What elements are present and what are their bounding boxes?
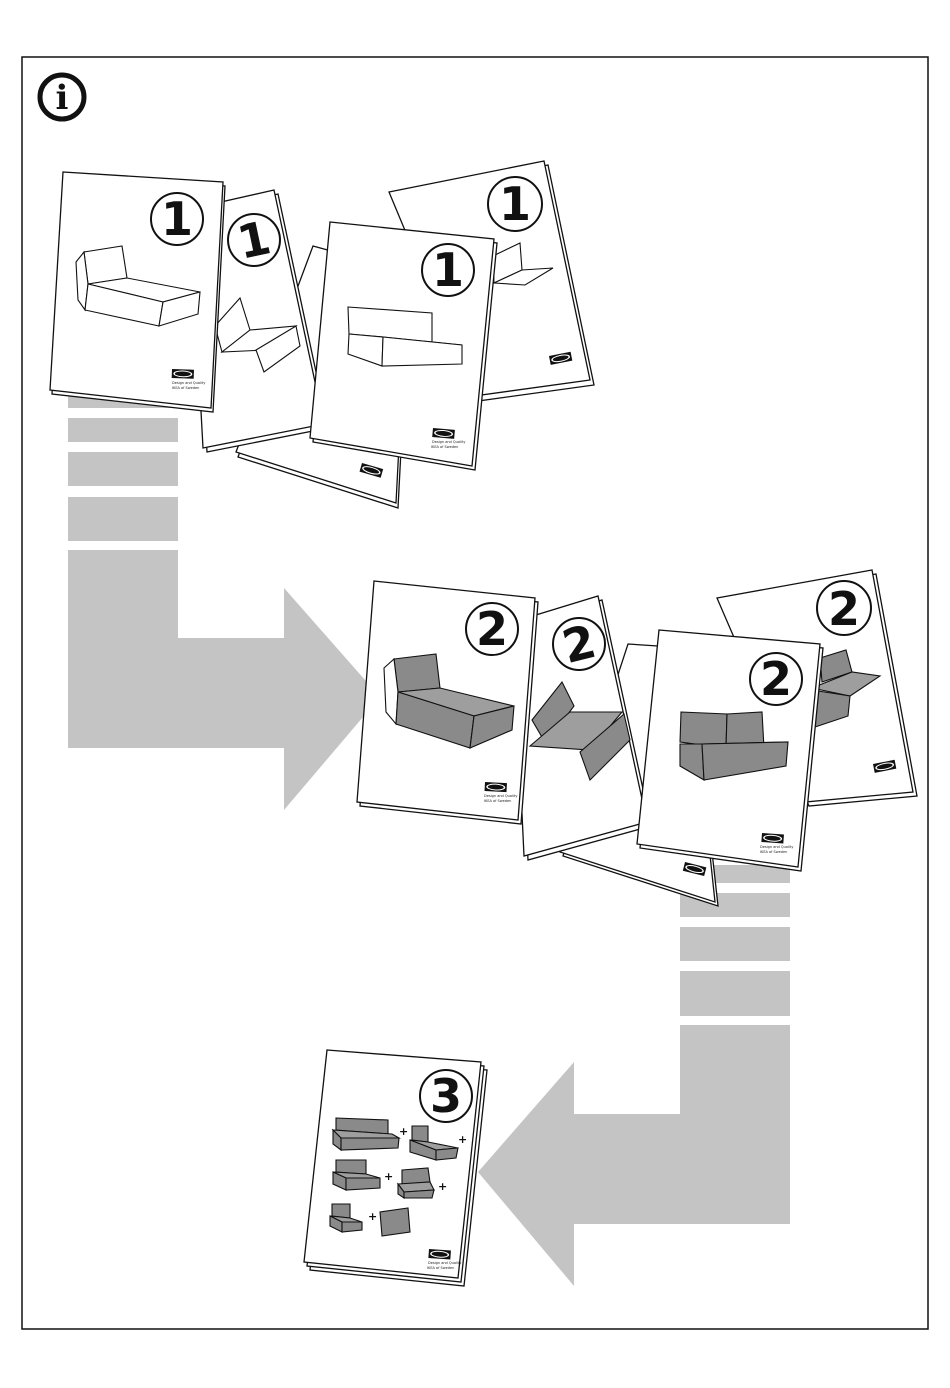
booklet-step-2-a: 2 Design and Quality IKEA of Sweden [356, 580, 539, 825]
booklet-step-1-e: 1 Design and Quality IKEA of Sweden [309, 221, 498, 471]
svg-text:+: + [384, 1170, 393, 1183]
svg-text:3: 3 [430, 1069, 462, 1123]
booklet-step-2-b: 2 [512, 595, 652, 861]
svg-text:Design and Quality: Design and Quality [428, 1261, 461, 1265]
booklet-stack-3: 3 + + + [303, 1049, 488, 1287]
booklet-step-1-b: 1 [189, 189, 329, 453]
svg-text:+: + [368, 1210, 377, 1223]
svg-text:Design and Quality: Design and Quality [432, 440, 465, 444]
booklet-step-2-e: 2 Design and Quality IKEA of Sweden [636, 629, 824, 872]
svg-text:Design and Quality: Design and Quality [760, 845, 793, 849]
combination-3seat-chaise: + + [331, 1117, 467, 1161]
svg-text:2: 2 [760, 652, 792, 706]
svg-text:IKEA of Sweden: IKEA of Sweden [427, 1266, 454, 1270]
svg-text:2: 2 [476, 602, 508, 656]
svg-text:1: 1 [499, 177, 531, 231]
svg-text:Design and Quality: Design and Quality [484, 794, 517, 798]
svg-text:2: 2 [828, 582, 860, 636]
svg-text:1: 1 [161, 192, 193, 246]
booklet-step-1-a: 1 Design and Quality IKEA of Sweden [49, 171, 226, 413]
svg-text:+: + [438, 1180, 447, 1193]
svg-text:IKEA of Sweden: IKEA of Sweden [760, 850, 787, 854]
booklet-stack-1: 1 1 1 [49, 160, 595, 509]
svg-text:Design and Quality: Design and Quality [172, 381, 205, 385]
info-icon: i [37, 72, 87, 122]
flow-arrow-2 [478, 865, 790, 1286]
svg-text:i: i [56, 78, 69, 118]
svg-text:IKEA of Sweden: IKEA of Sweden [484, 799, 511, 803]
svg-text:1: 1 [432, 243, 464, 297]
booklet-stack-2: 2 2 2 Design and [356, 569, 918, 907]
page-border [21, 56, 929, 1330]
svg-text:IKEA of Sweden: IKEA of Sweden [172, 386, 199, 390]
svg-text:+: + [399, 1125, 408, 1138]
booklet-step-3: 3 + + + [303, 1049, 488, 1287]
combination-seat-cushion: + [329, 1203, 411, 1237]
svg-text:IKEA of Sweden: IKEA of Sweden [431, 445, 458, 449]
svg-text:+: + [458, 1133, 467, 1146]
combination-2seat-corner: + + [332, 1159, 447, 1200]
